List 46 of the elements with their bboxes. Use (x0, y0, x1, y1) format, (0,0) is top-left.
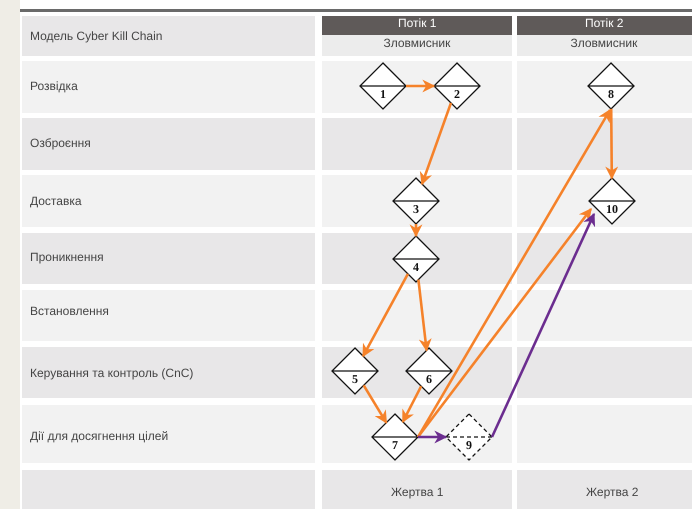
step-number: 3 (412, 202, 420, 217)
arrow (362, 384, 388, 424)
decision-diamond (433, 62, 481, 110)
column-header: Потік 2 (585, 16, 624, 30)
column-header: Зловмисник (384, 36, 450, 50)
arrow (605, 108, 618, 180)
table-heading: Модель Cyber Kill Chain (30, 29, 162, 43)
stage-label: Дії для досягнення цілей (30, 429, 168, 443)
decision-diamond (392, 235, 440, 283)
decision-diamond (359, 62, 407, 110)
step-number: 1 (379, 87, 387, 102)
stage-label: Розвідка (30, 79, 78, 93)
stage-label: Доставка (30, 194, 82, 208)
step-number: 10 (605, 202, 619, 217)
decision-diamond (405, 347, 453, 395)
decision-diamond (371, 413, 419, 461)
decision-diamond (588, 177, 636, 225)
stage-label: Озброєння (30, 136, 91, 150)
arrow (490, 212, 596, 438)
arrow (418, 430, 448, 444)
stage-label: Встановлення (30, 304, 109, 318)
arrow (402, 386, 422, 423)
decision-diamond (445, 413, 493, 461)
column-footer: Жертва 1 (391, 485, 444, 499)
arrow (417, 279, 432, 352)
arrow (416, 208, 592, 438)
step-number: 9 (465, 438, 473, 453)
decision-diamond (331, 347, 379, 395)
step-number: 4 (412, 260, 420, 275)
column-header: Зловмисник (570, 36, 638, 50)
step-number: 8 (607, 87, 615, 102)
arrow (416, 108, 612, 438)
step-number: 7 (391, 438, 399, 453)
stage-label: Проникнення (30, 250, 104, 264)
arrow (406, 80, 436, 92)
arrow (362, 273, 410, 358)
step-number: 5 (351, 372, 359, 387)
arrow (410, 224, 422, 238)
column-header: Потік 1 (398, 16, 436, 30)
stage-label: Керування та контроль (CnC) (30, 366, 194, 380)
decision-diamond (392, 177, 440, 225)
arrow (420, 102, 452, 186)
decision-diamond (587, 62, 635, 110)
step-number: 2 (453, 87, 461, 102)
column-footer: Жертва 2 (586, 485, 638, 499)
step-number: 6 (425, 372, 433, 387)
